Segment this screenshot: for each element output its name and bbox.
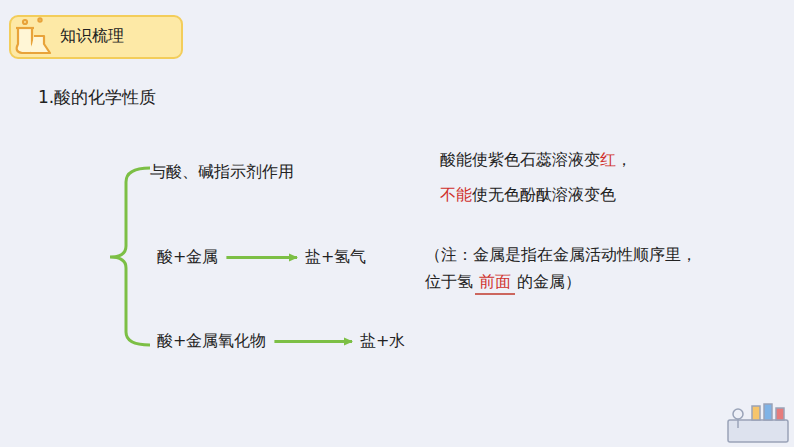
note-text: 的金属） <box>517 272 581 293</box>
note-text: （注：金属是指在金属活动性顺序里， <box>425 245 697 266</box>
reaction-arrow <box>274 340 352 343</box>
node-text: 酸+金属 <box>157 247 218 266</box>
header-tab-text: 知识梳理 <box>60 26 124 47</box>
blank-underline <box>475 293 515 295</box>
header-tab <box>10 16 182 58</box>
text-row: 酸能使紫色石蕊溶液变红， <box>440 150 632 171</box>
reaction-right: 盐+水 <box>360 331 405 352</box>
brace <box>110 168 150 345</box>
reaction-arrow <box>226 256 297 259</box>
note-text: 使无色酚酞溶液变色 <box>472 185 616 206</box>
highlight-text: 前面 <box>479 272 511 293</box>
reaction-left: 酸+金属 <box>157 247 218 268</box>
highlight-text: 红 <box>600 150 616 171</box>
text-row: 不能使无色酚酞溶液变色 <box>440 185 616 206</box>
text-row: （注：金属是指在金属活动性顺序里， <box>425 245 697 266</box>
note-text: ， <box>616 150 632 171</box>
node-text: 盐+氢气 <box>305 247 366 266</box>
note-text: 酸能使紫色石蕊溶液变 <box>440 150 600 171</box>
section-title: 1.酸的化学性质 <box>38 86 156 109</box>
highlight-text: 不能 <box>440 185 472 206</box>
note-text: 与酸、碱指示剂作用 <box>150 162 294 183</box>
node-text: 酸+金属氧化物 <box>157 331 266 350</box>
node-text: 盐+水 <box>360 331 405 350</box>
reaction-left: 酸+金属氧化物 <box>157 331 266 352</box>
flask-icon <box>16 18 50 53</box>
lab-icon <box>728 404 788 442</box>
note-text: 位于氢 <box>425 272 473 293</box>
text-row: 与酸、碱指示剂作用 <box>150 162 294 183</box>
text-row: 位于氢前面的金属） <box>425 272 581 293</box>
node-text: 知识梳理 <box>60 26 124 45</box>
reaction-right: 盐+氢气 <box>305 247 366 268</box>
